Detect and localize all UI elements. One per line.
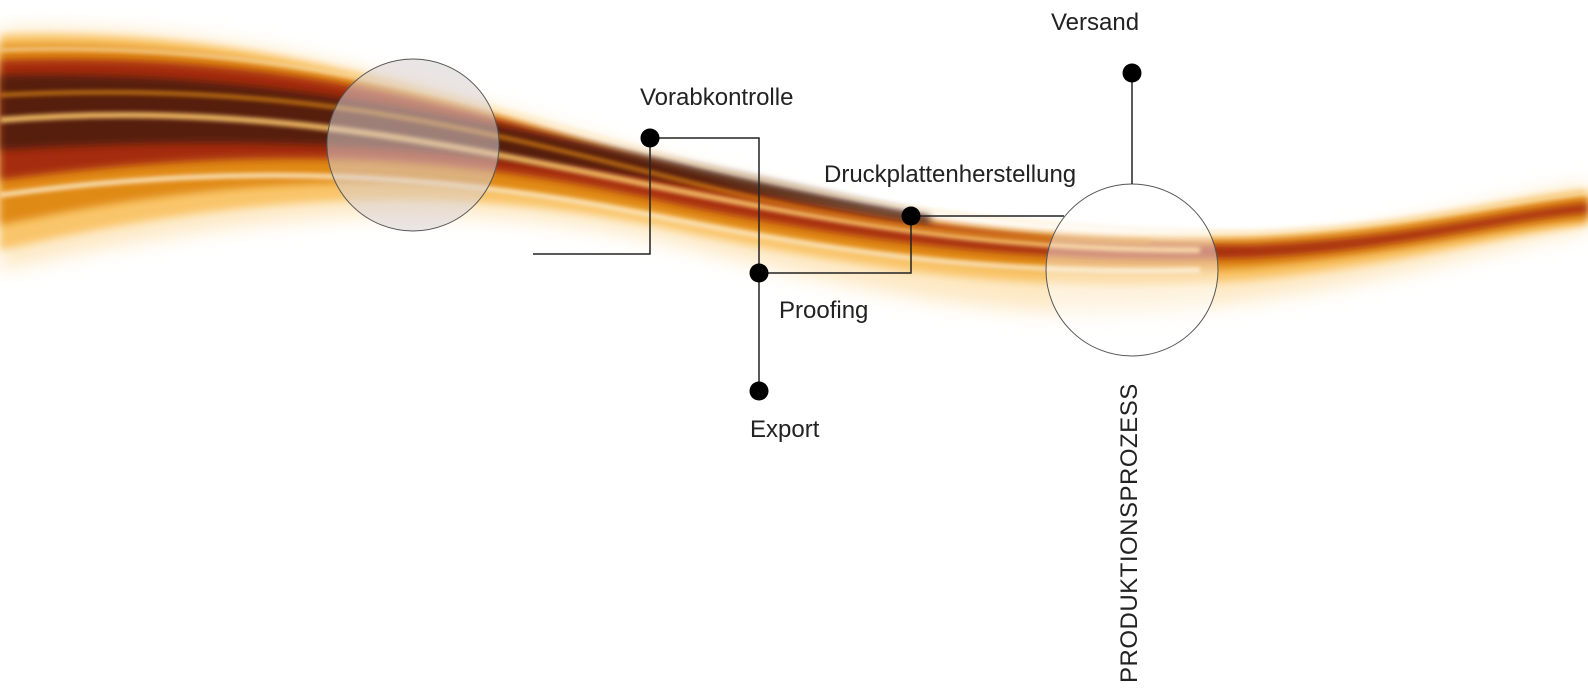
node-vorabkontrolle: [640, 128, 660, 148]
flowing-ribbon: [0, 29, 1588, 312]
connector-lines: [533, 73, 1133, 391]
label-produktionsprozess: PRODUKTIONSPROZESS: [1116, 383, 1143, 683]
label-vorabkontrolle: Vorabkontrolle: [640, 84, 794, 111]
node-proofing: [749, 263, 769, 283]
connector-druckplatten: [759, 215, 1064, 274]
label-export: Export: [750, 416, 820, 443]
lens-circle-right: [1045, 183, 1219, 357]
lens-circle-left: [326, 58, 500, 232]
connector-proofing-export: [650, 137, 760, 391]
node-export: [749, 381, 769, 401]
label-proofing: Proofing: [779, 297, 869, 324]
label-druckplattenherstellung: Druckplattenherstellung: [824, 161, 1077, 188]
connector-vorabkontrolle: [533, 138, 651, 255]
node-druckplattenherstellung: [901, 206, 921, 226]
node-versand: [1122, 63, 1142, 83]
label-versand: Versand: [1051, 9, 1140, 36]
